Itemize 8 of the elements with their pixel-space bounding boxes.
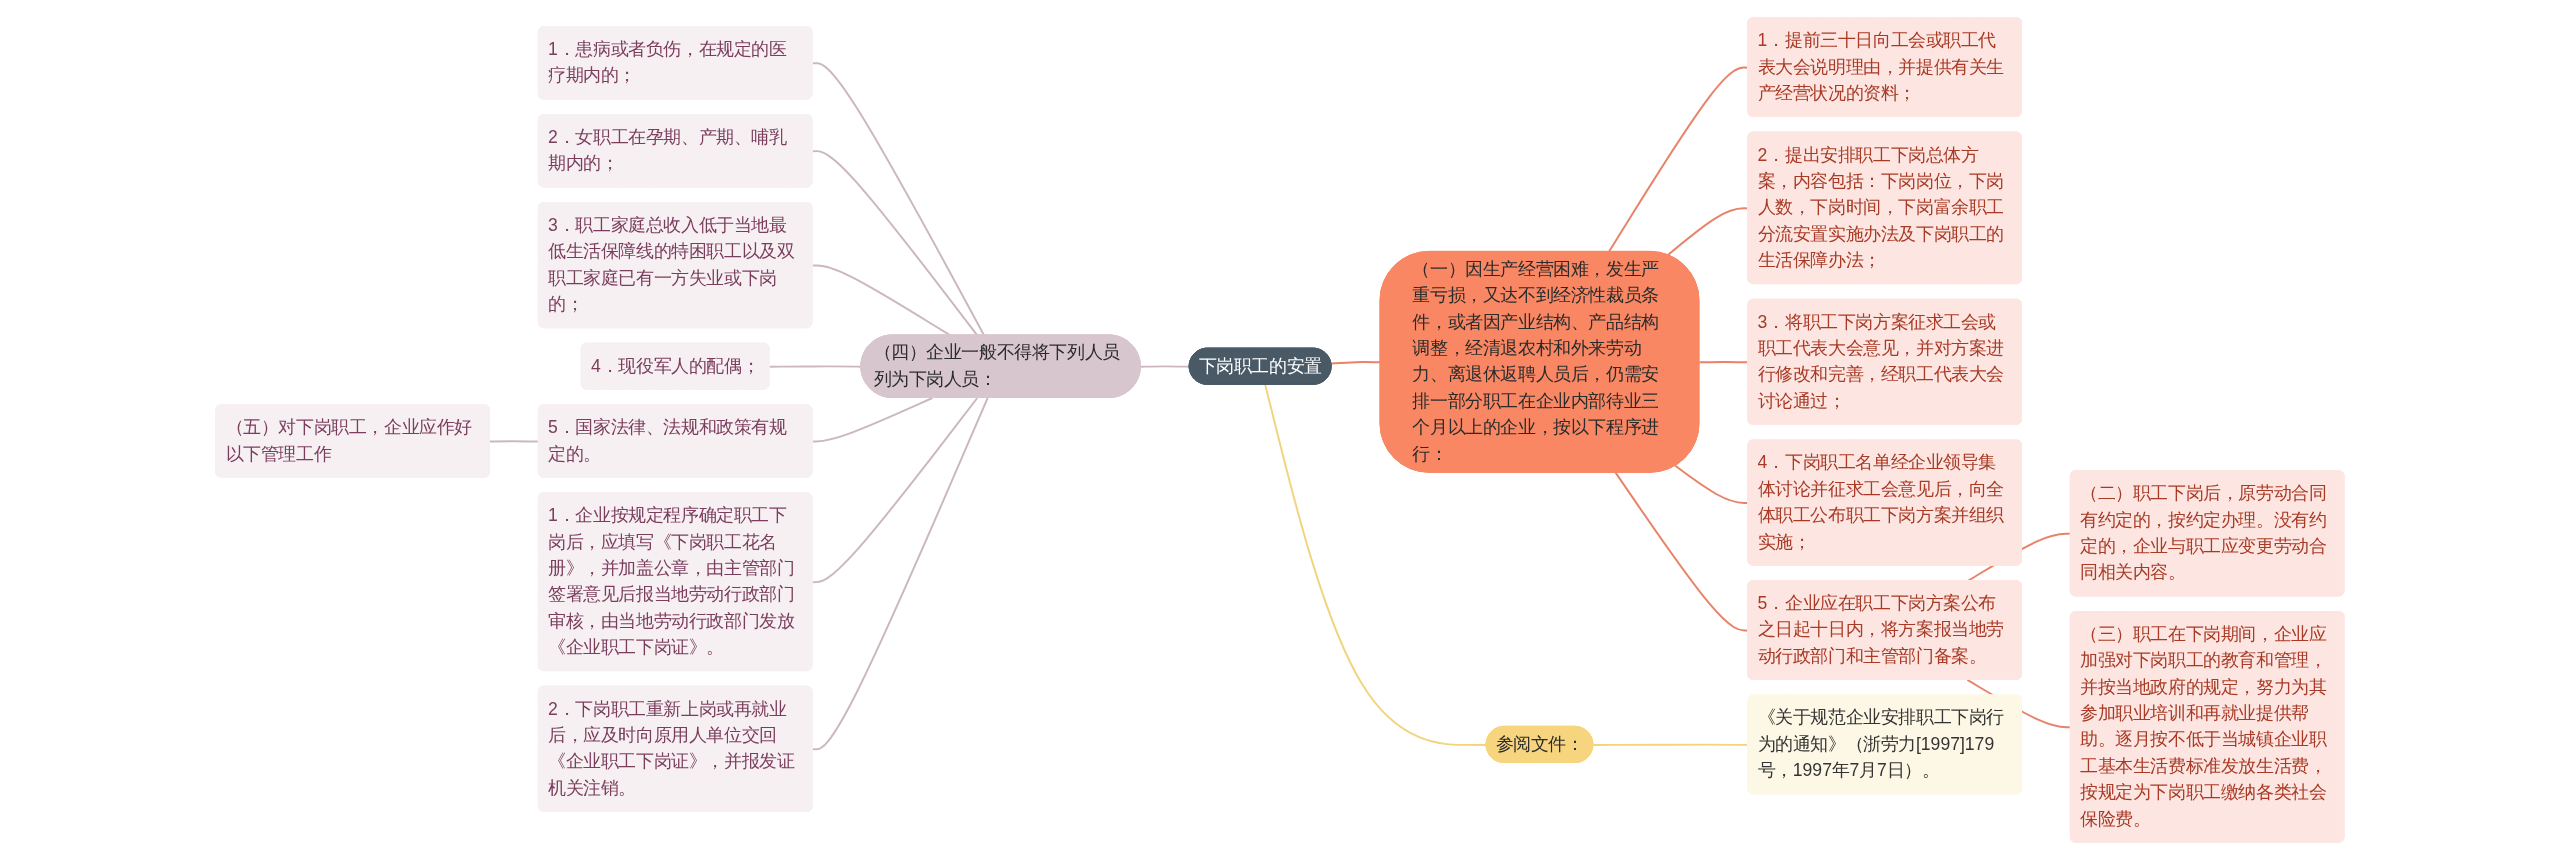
connector [1330,361,1382,365]
connector [811,397,989,751]
connector [1264,383,1488,746]
connector [811,397,979,584]
connector [1139,365,1191,368]
connector [489,440,540,443]
connector [811,397,934,443]
connector [768,365,863,368]
